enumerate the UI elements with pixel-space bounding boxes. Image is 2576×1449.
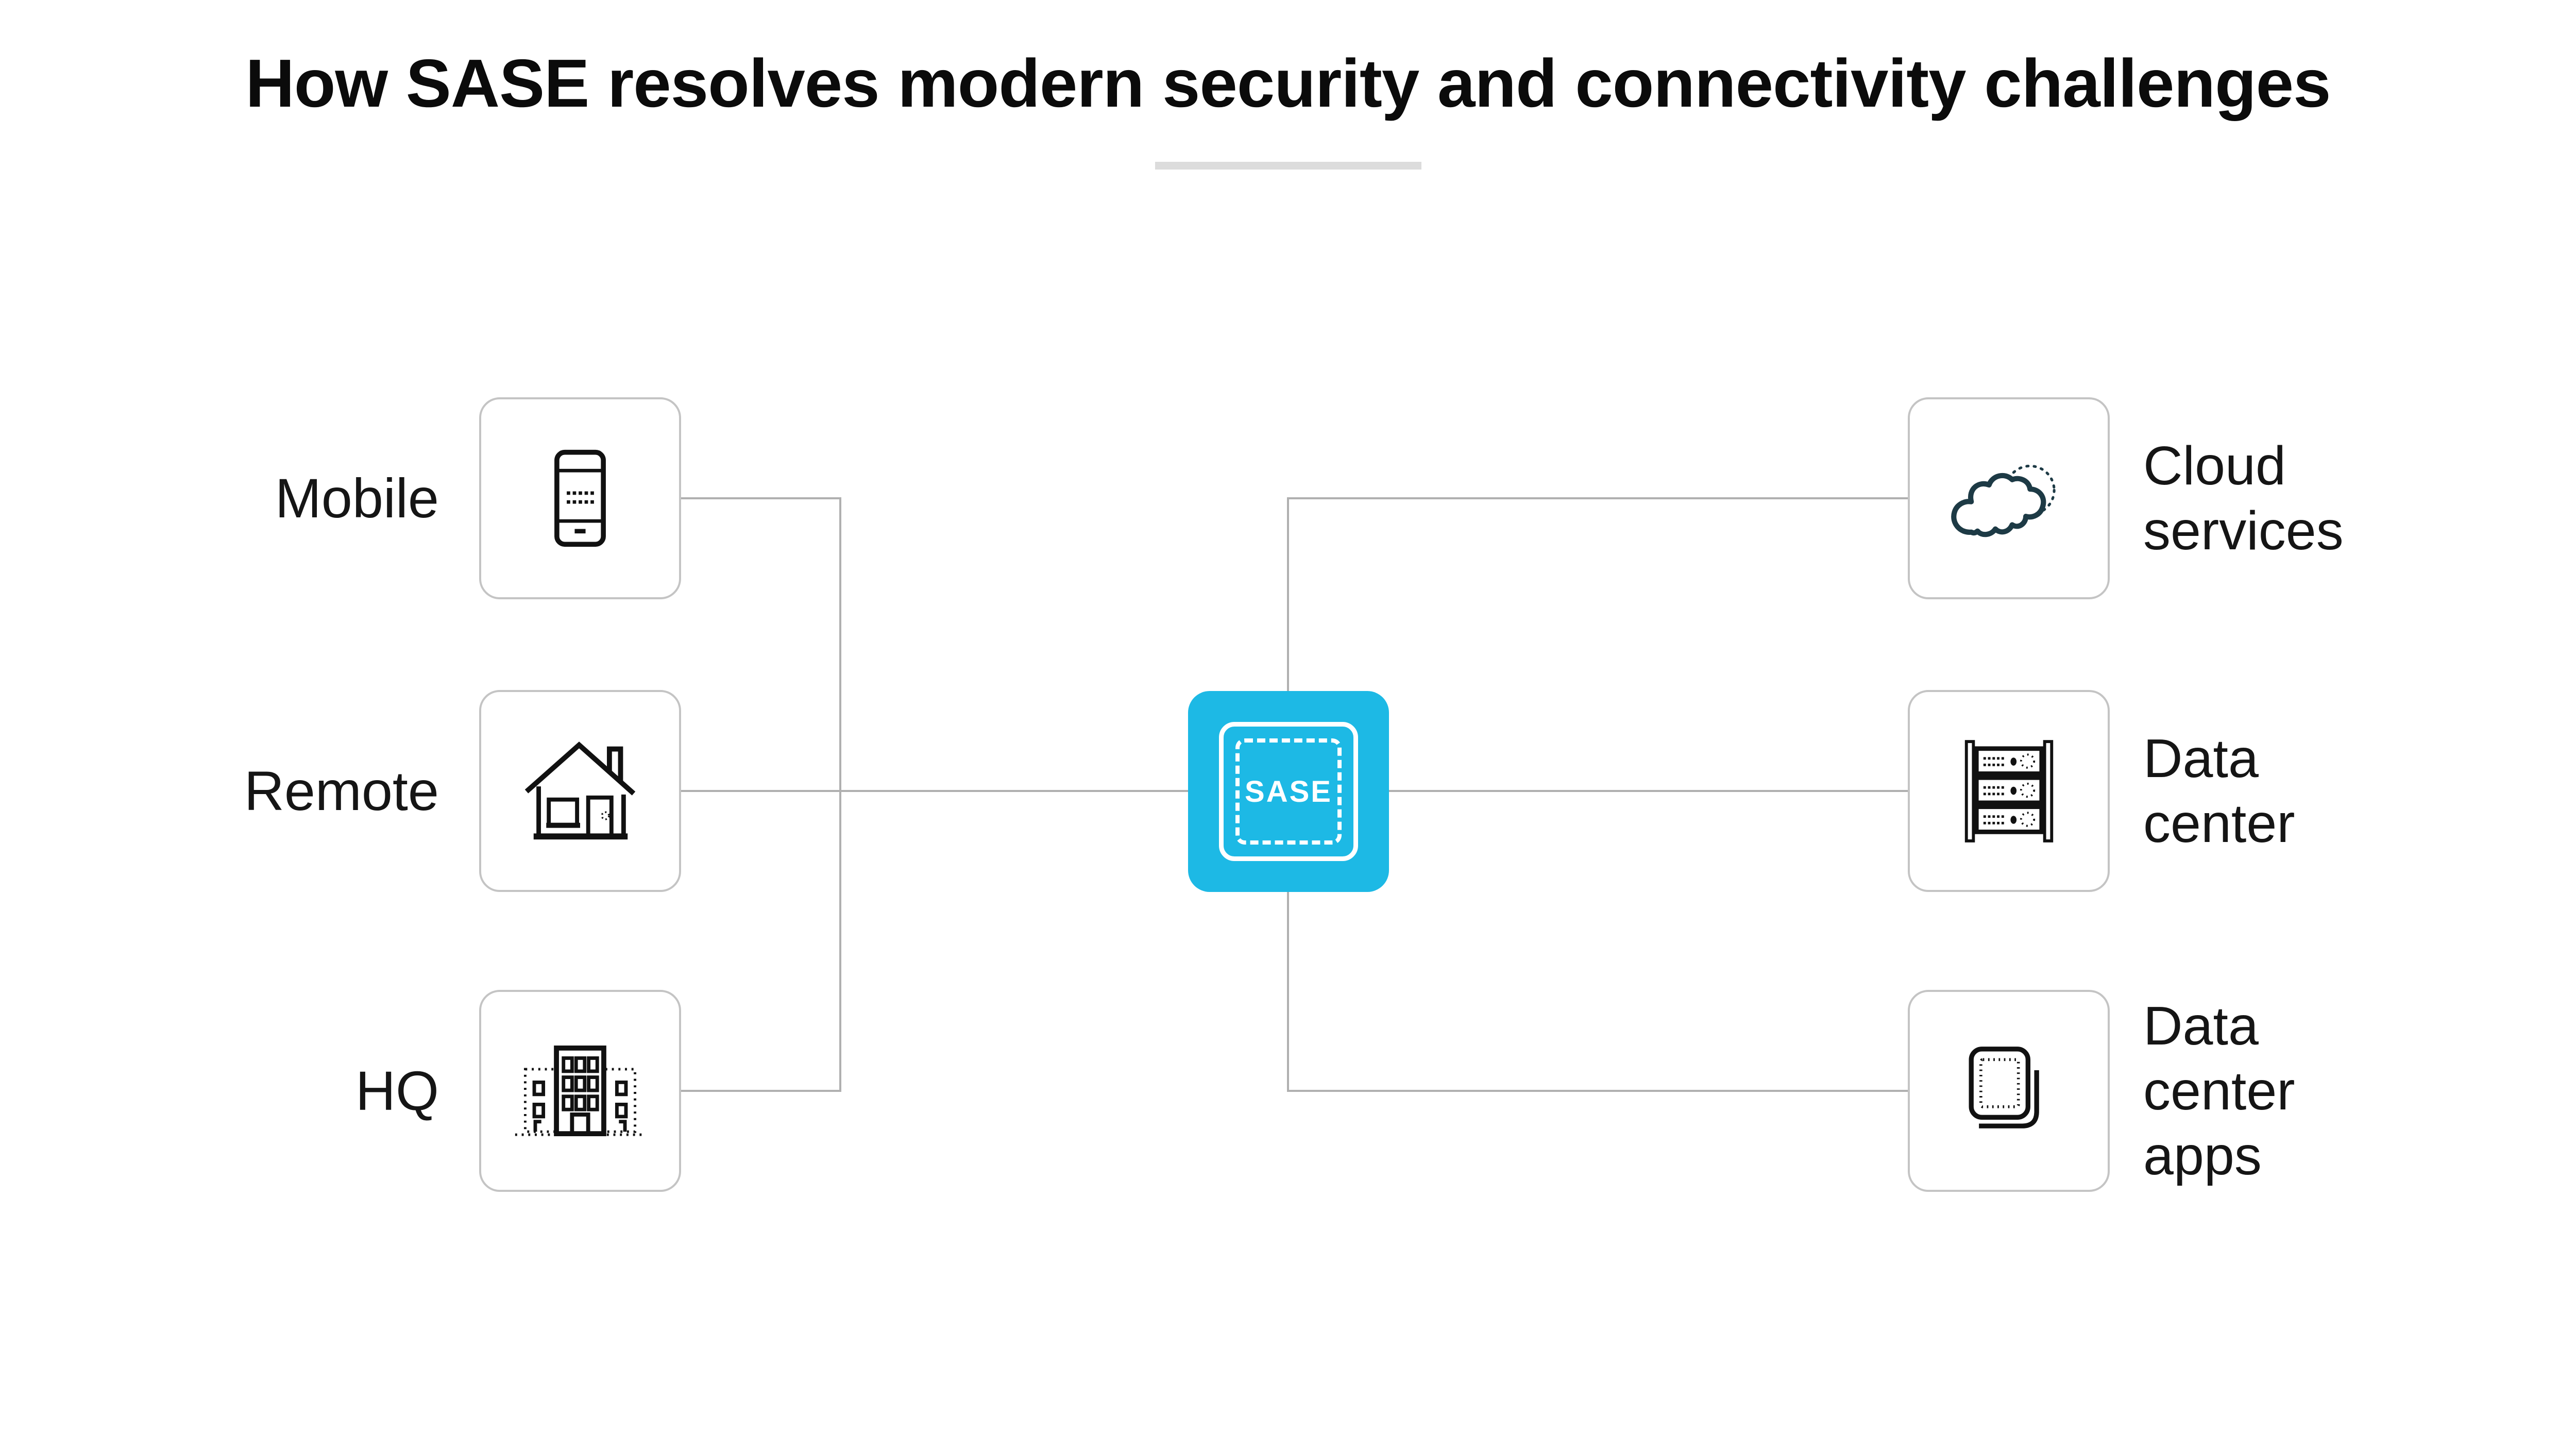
remote-node-box xyxy=(479,690,681,892)
mobile-label: Mobile xyxy=(275,467,439,529)
hq-node-box xyxy=(479,990,681,1192)
mobile-node-box xyxy=(479,397,681,599)
data-center-label-line1: Data xyxy=(2143,728,2259,789)
data-center-node-box xyxy=(1908,690,2110,892)
smartphone-icon xyxy=(553,449,607,548)
data-center-apps-label: Data center apps xyxy=(2143,993,2295,1188)
data-center-apps-node-box xyxy=(1908,990,2110,1192)
connector-remote-to-sase xyxy=(681,790,1188,792)
connector-sase-bottom-riser xyxy=(1287,891,1289,1092)
stacked-apps-icon xyxy=(1965,1045,2052,1137)
connector-hq-stub xyxy=(681,1090,841,1092)
remote-label: Remote xyxy=(244,760,439,822)
house-icon xyxy=(519,738,641,844)
sase-label: SASE xyxy=(1245,774,1332,808)
data-center-apps-label-line1: Data xyxy=(2143,996,2259,1056)
data-center-apps-label-line3: apps xyxy=(2143,1125,2262,1186)
sase-hub: SASE xyxy=(1188,691,1389,892)
data-center-apps-label-line2: center xyxy=(2143,1060,2295,1121)
cloud-services-label: Cloud services xyxy=(2143,433,2344,563)
title-underline xyxy=(1155,162,1421,170)
sase-dashed-square-icon: SASE xyxy=(1235,738,1342,845)
server-rack-icon xyxy=(1961,738,2057,844)
cloud-services-label-line1: Cloud xyxy=(2143,435,2286,496)
page-title: How SASE resolves modern security and co… xyxy=(245,45,2331,121)
sase-solid-border xyxy=(1219,722,1358,861)
office-building-icon xyxy=(512,1043,648,1139)
connector-top-to-cloud xyxy=(1287,497,1908,499)
data-center-label: Data center xyxy=(2143,726,2295,856)
connector-left-bus xyxy=(839,497,841,1092)
connector-sase-to-datacenter xyxy=(1389,790,1908,792)
cloud-services-label-line2: services xyxy=(2143,500,2344,561)
connector-mobile-stub xyxy=(681,497,841,499)
hq-label: HQ xyxy=(355,1059,439,1122)
connector-sase-top-riser xyxy=(1287,497,1289,692)
cloud-services-node-box xyxy=(1908,397,2110,599)
data-center-label-line2: center xyxy=(2143,793,2295,854)
connector-bottom-to-apps xyxy=(1287,1090,1908,1092)
cloud-icon xyxy=(1946,457,2072,541)
